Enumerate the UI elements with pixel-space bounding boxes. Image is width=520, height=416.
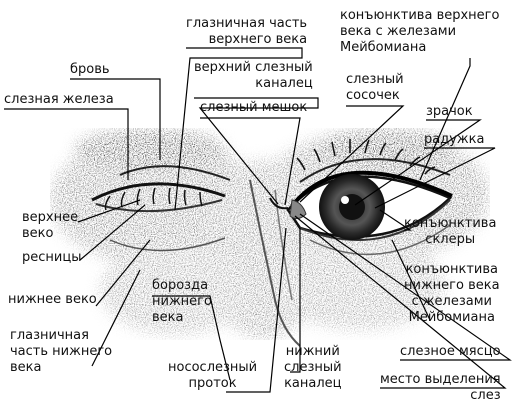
label-lower-lid-furrow: борозда нижнего века xyxy=(152,278,212,325)
leader-line-conjunctiva-sclera xyxy=(379,209,412,231)
leader-line-pupil xyxy=(354,119,482,206)
label-orbital-part-upper-lid: глазничная часть верхнего века xyxy=(186,16,308,47)
leader-lines xyxy=(4,47,512,393)
leader-line-lower-lid-furrow xyxy=(152,295,231,381)
leader-line-conjunctiva-upper-lid xyxy=(419,58,471,181)
leader-line-orbital-part-lower-lid xyxy=(91,269,141,367)
label-brow: бровь xyxy=(70,62,110,77)
label-lacrimal-gland: слезная железа xyxy=(4,92,114,107)
label-lacrimal-papilla: слезный сосочек xyxy=(346,72,404,103)
leader-line-nasolacrimal-duct xyxy=(226,227,287,393)
leader-line-upper-lid xyxy=(77,199,141,223)
label-conjunctiva-sclera: конъюнктива склеры xyxy=(404,216,497,247)
leader-line-tear-exit xyxy=(294,215,507,389)
leader-line-lacrimal-gland xyxy=(4,108,129,180)
label-lower-canaliculus: нижний слезный каналец xyxy=(284,344,342,391)
label-upper-canaliculus: верхний слезный каналец xyxy=(194,60,313,91)
leader-line-lacrimal-sac xyxy=(200,117,301,206)
label-pupil: зрачок xyxy=(426,104,473,119)
leader-line-upper-canaliculus xyxy=(194,97,319,205)
label-orbital-part-lower-lid: глазничная часть нижнего века xyxy=(10,328,113,375)
leader-line-lacrimal-caruncle xyxy=(299,213,512,361)
closed-eye xyxy=(91,165,231,252)
label-lacrimal-caruncle: слезное мясцо xyxy=(400,344,501,359)
leader-line-brow xyxy=(70,78,161,160)
label-conjunctiva-upper-lid: конъюнктива верхнего века с железами Мей… xyxy=(340,8,500,55)
leader-line-iris xyxy=(374,147,496,209)
leader-line-conjunctiva-lower-lid xyxy=(391,239,431,321)
leader-line-lacrimal-papilla xyxy=(299,105,405,203)
label-lacrimal-sac: слезный мешок xyxy=(200,100,308,115)
label-tear-exit: место выделения слез xyxy=(380,372,501,403)
label-upper-lid: верхнее веко xyxy=(22,210,79,241)
label-iris: радужка xyxy=(424,132,485,147)
label-lashes: ресницы xyxy=(22,250,82,265)
leader-line-lower-canaliculus xyxy=(290,228,301,373)
open-eye xyxy=(286,139,453,256)
label-lower-lid: нижнее веко xyxy=(8,292,97,307)
label-conjunctiva-lower-lid: конъюнктива нижнего века с железами Мейб… xyxy=(404,262,500,325)
label-nasolacrimal-duct: носослезный проток xyxy=(168,360,258,391)
leader-line-lower-lid xyxy=(95,239,151,307)
leader-line-orbital-part-upper-lid xyxy=(174,47,303,211)
leader-line-lashes xyxy=(79,204,146,261)
